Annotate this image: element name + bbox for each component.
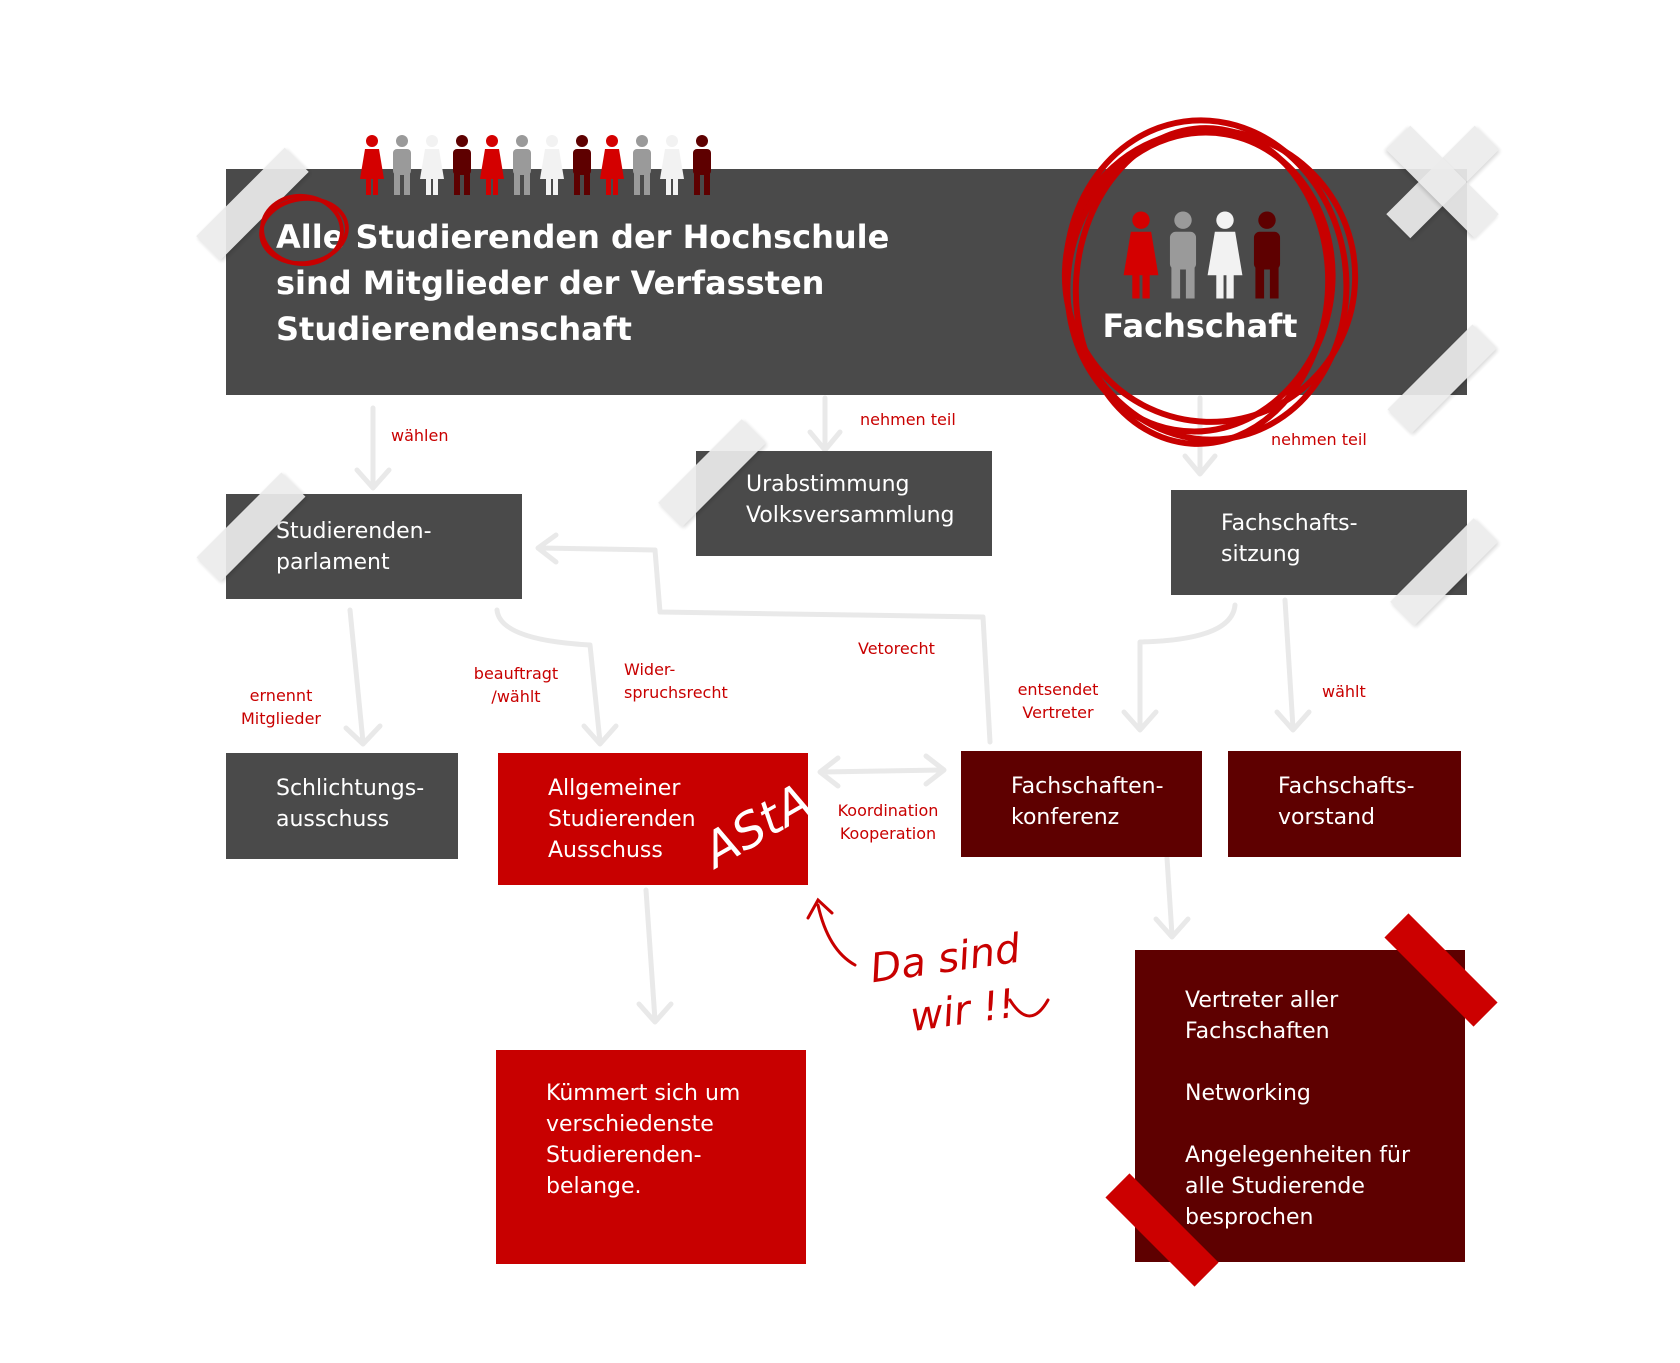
arrow-waehlt xyxy=(1274,597,1312,733)
arrow-koordination xyxy=(817,753,947,789)
label-koordination: Koordination Kooperation xyxy=(837,801,939,843)
wir-handwritten: wir !! xyxy=(907,980,1018,1042)
arrow-nehmen-teil-1 xyxy=(807,395,843,453)
handdrawn-arrow-icon xyxy=(806,897,857,967)
fachschaftenkonferenz-box: Fachschaften- konferenz xyxy=(961,751,1202,857)
label-vetorecht: Vetorecht xyxy=(858,639,935,658)
arrow-waehlen xyxy=(354,405,392,491)
arrow-konferenz-details xyxy=(1153,855,1191,940)
arrow-asta-details xyxy=(636,887,674,1025)
label-waehlen: wählen xyxy=(391,426,449,445)
fachschaftsvorstand-box: Fachschafts- vorstand xyxy=(1228,751,1461,857)
label-nehmen-teil-1: nehmen teil xyxy=(860,410,956,429)
label-widerspruch: Wider- spruchsrecht xyxy=(624,660,728,702)
banner-title: Alle Studierenden der Hochschule sind Mi… xyxy=(276,218,890,348)
fachschaft-label: Fachschaft xyxy=(1102,307,1298,345)
konferenz-details-box: Vertreter aller Fachschaften Networking … xyxy=(1135,950,1465,1262)
schlichtungsausschuss-box: Schlichtungs- ausschuss xyxy=(226,753,458,859)
urabstimmung-box: Urabstimmung Volksversammlung xyxy=(696,451,992,556)
arrow-ernennt xyxy=(343,607,383,747)
label-waehlt: wählt xyxy=(1322,682,1366,701)
studierendenparlament-box: Studierenden- parlament xyxy=(226,494,522,599)
arrow-entsendet xyxy=(1121,602,1238,733)
label-beauftragt: beauftragt /wählt xyxy=(473,664,559,706)
label-entsendet: entsendet Vertreter xyxy=(1017,680,1099,722)
asta-box: Allgemeiner Studierenden Ausschuss xyxy=(498,753,808,885)
label-nehmen-teil-2: nehmen teil xyxy=(1271,430,1367,449)
arrow-nehmen-teil-2 xyxy=(1182,395,1218,477)
label-ernennt: ernennt Mitglieder xyxy=(241,686,321,728)
asta-details-box: Kümmert sich um verschiedenste Studieren… xyxy=(496,1050,806,1264)
